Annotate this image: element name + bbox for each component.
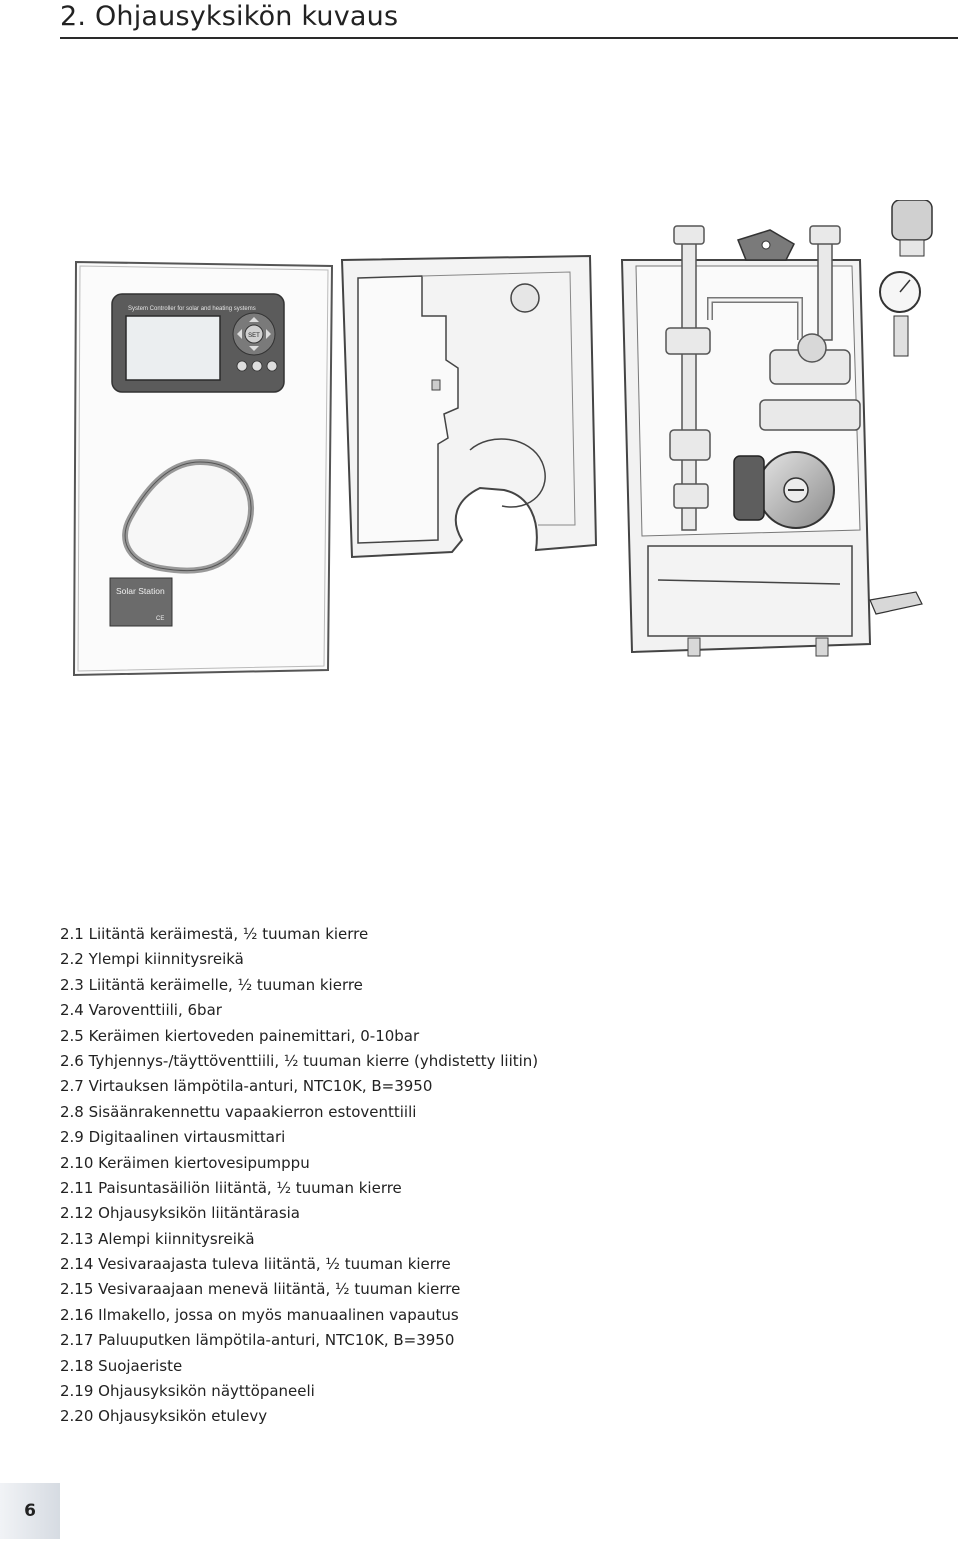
parts-list-item: 2.16 Ilmakello, jossa on myös manuaaline… bbox=[60, 1305, 459, 1324]
pipework bbox=[665, 225, 861, 531]
parts-list-item: 2.7 Virtauksen lämpötila-anturi, NTC10K,… bbox=[60, 1077, 433, 1096]
parts-list-item: 2.9 Digitaalinen virtausmittari bbox=[60, 1128, 286, 1147]
parts-list-item: 2.17 Paluuputken lämpötila-anturi, NTC10… bbox=[60, 1331, 455, 1350]
brand-label: Solar Station bbox=[116, 586, 165, 596]
insulation-shell bbox=[340, 254, 598, 559]
parts-list-item: 2.20 Ohjausyksikön etulevy bbox=[60, 1407, 268, 1426]
set-button-label: SET bbox=[248, 333, 260, 339]
parts-list-item: 2.15 Vesivaraajaan menevä liitäntä, ½ tu… bbox=[60, 1280, 461, 1299]
power-button-icon bbox=[251, 360, 263, 372]
parts-list-item: 2.19 Ohjausyksikön näyttöpaneeli bbox=[60, 1382, 315, 1401]
page-number-tab: 6 bbox=[0, 1483, 60, 1539]
brand-label-plate: Solar Station CE bbox=[109, 577, 173, 627]
controller-label: System Controller for solar and heating … bbox=[128, 306, 256, 312]
parts-list-item: 2.18 Suojaeriste bbox=[60, 1356, 183, 1375]
junction-box bbox=[647, 545, 853, 657]
parts-list-item: 2.6 Tyhjennys-/täyttöventtiili, ½ tuuman… bbox=[60, 1051, 539, 1070]
pump-window-ring bbox=[122, 458, 254, 574]
parts-list-item: 2.3 Liitäntä keräimelle, ½ tuuman kierre bbox=[60, 975, 363, 994]
drain-fill-valve bbox=[869, 591, 923, 615]
lcd-screen bbox=[125, 315, 221, 381]
warning-button-icon bbox=[266, 360, 278, 372]
clock-button-icon bbox=[236, 360, 248, 372]
controller-display-panel: System Controller for solar and heating … bbox=[111, 293, 285, 393]
parts-list-item: 2.12 Ohjausyksikön liitäntärasia bbox=[60, 1204, 300, 1223]
pressure-gauge-and-safety-valve bbox=[869, 200, 933, 615]
page-title: 2. Ohjausyksikön kuvaus bbox=[60, 1, 399, 32]
parts-list-item: 2.14 Vesivaraajasta tuleva liitäntä, ½ t… bbox=[60, 1255, 451, 1274]
parts-list-item: 2.1 Liitäntä keräimestä, ½ tuuman kierre bbox=[60, 925, 369, 943]
parts-list-item: 2.5 Keräimen kiertoveden painemittari, 0… bbox=[60, 1026, 420, 1045]
parts-list-item: 2.10 Keräimen kiertovesipumppu bbox=[60, 1153, 310, 1172]
solar-station-exploded-illustration: System Controller for solar and heating … bbox=[72, 200, 933, 677]
title-divider bbox=[60, 37, 958, 39]
parts-list: 2.1 Liitäntä keräimestä, ½ tuuman kierre… bbox=[60, 922, 538, 1430]
parts-list-item: 2.8 Sisäänrakennettu vapaakierron estove… bbox=[60, 1102, 417, 1121]
page-number: 6 bbox=[24, 1501, 36, 1521]
parts-list-item: 2.11 Paisuntasäiliön liitäntä, ½ tuuman … bbox=[60, 1178, 402, 1197]
circulation-pump bbox=[733, 451, 835, 529]
ce-mark: CE bbox=[156, 616, 164, 622]
pump-terminal-box bbox=[733, 455, 765, 521]
parts-list-item: 2.2 Ylempi kiinnitysreikä bbox=[60, 950, 244, 969]
parts-list-item: 2.13 Alempi kiinnitysreikä bbox=[60, 1229, 255, 1248]
parts-list-item: 2.4 Varoventtiili, 6bar bbox=[60, 1001, 222, 1020]
